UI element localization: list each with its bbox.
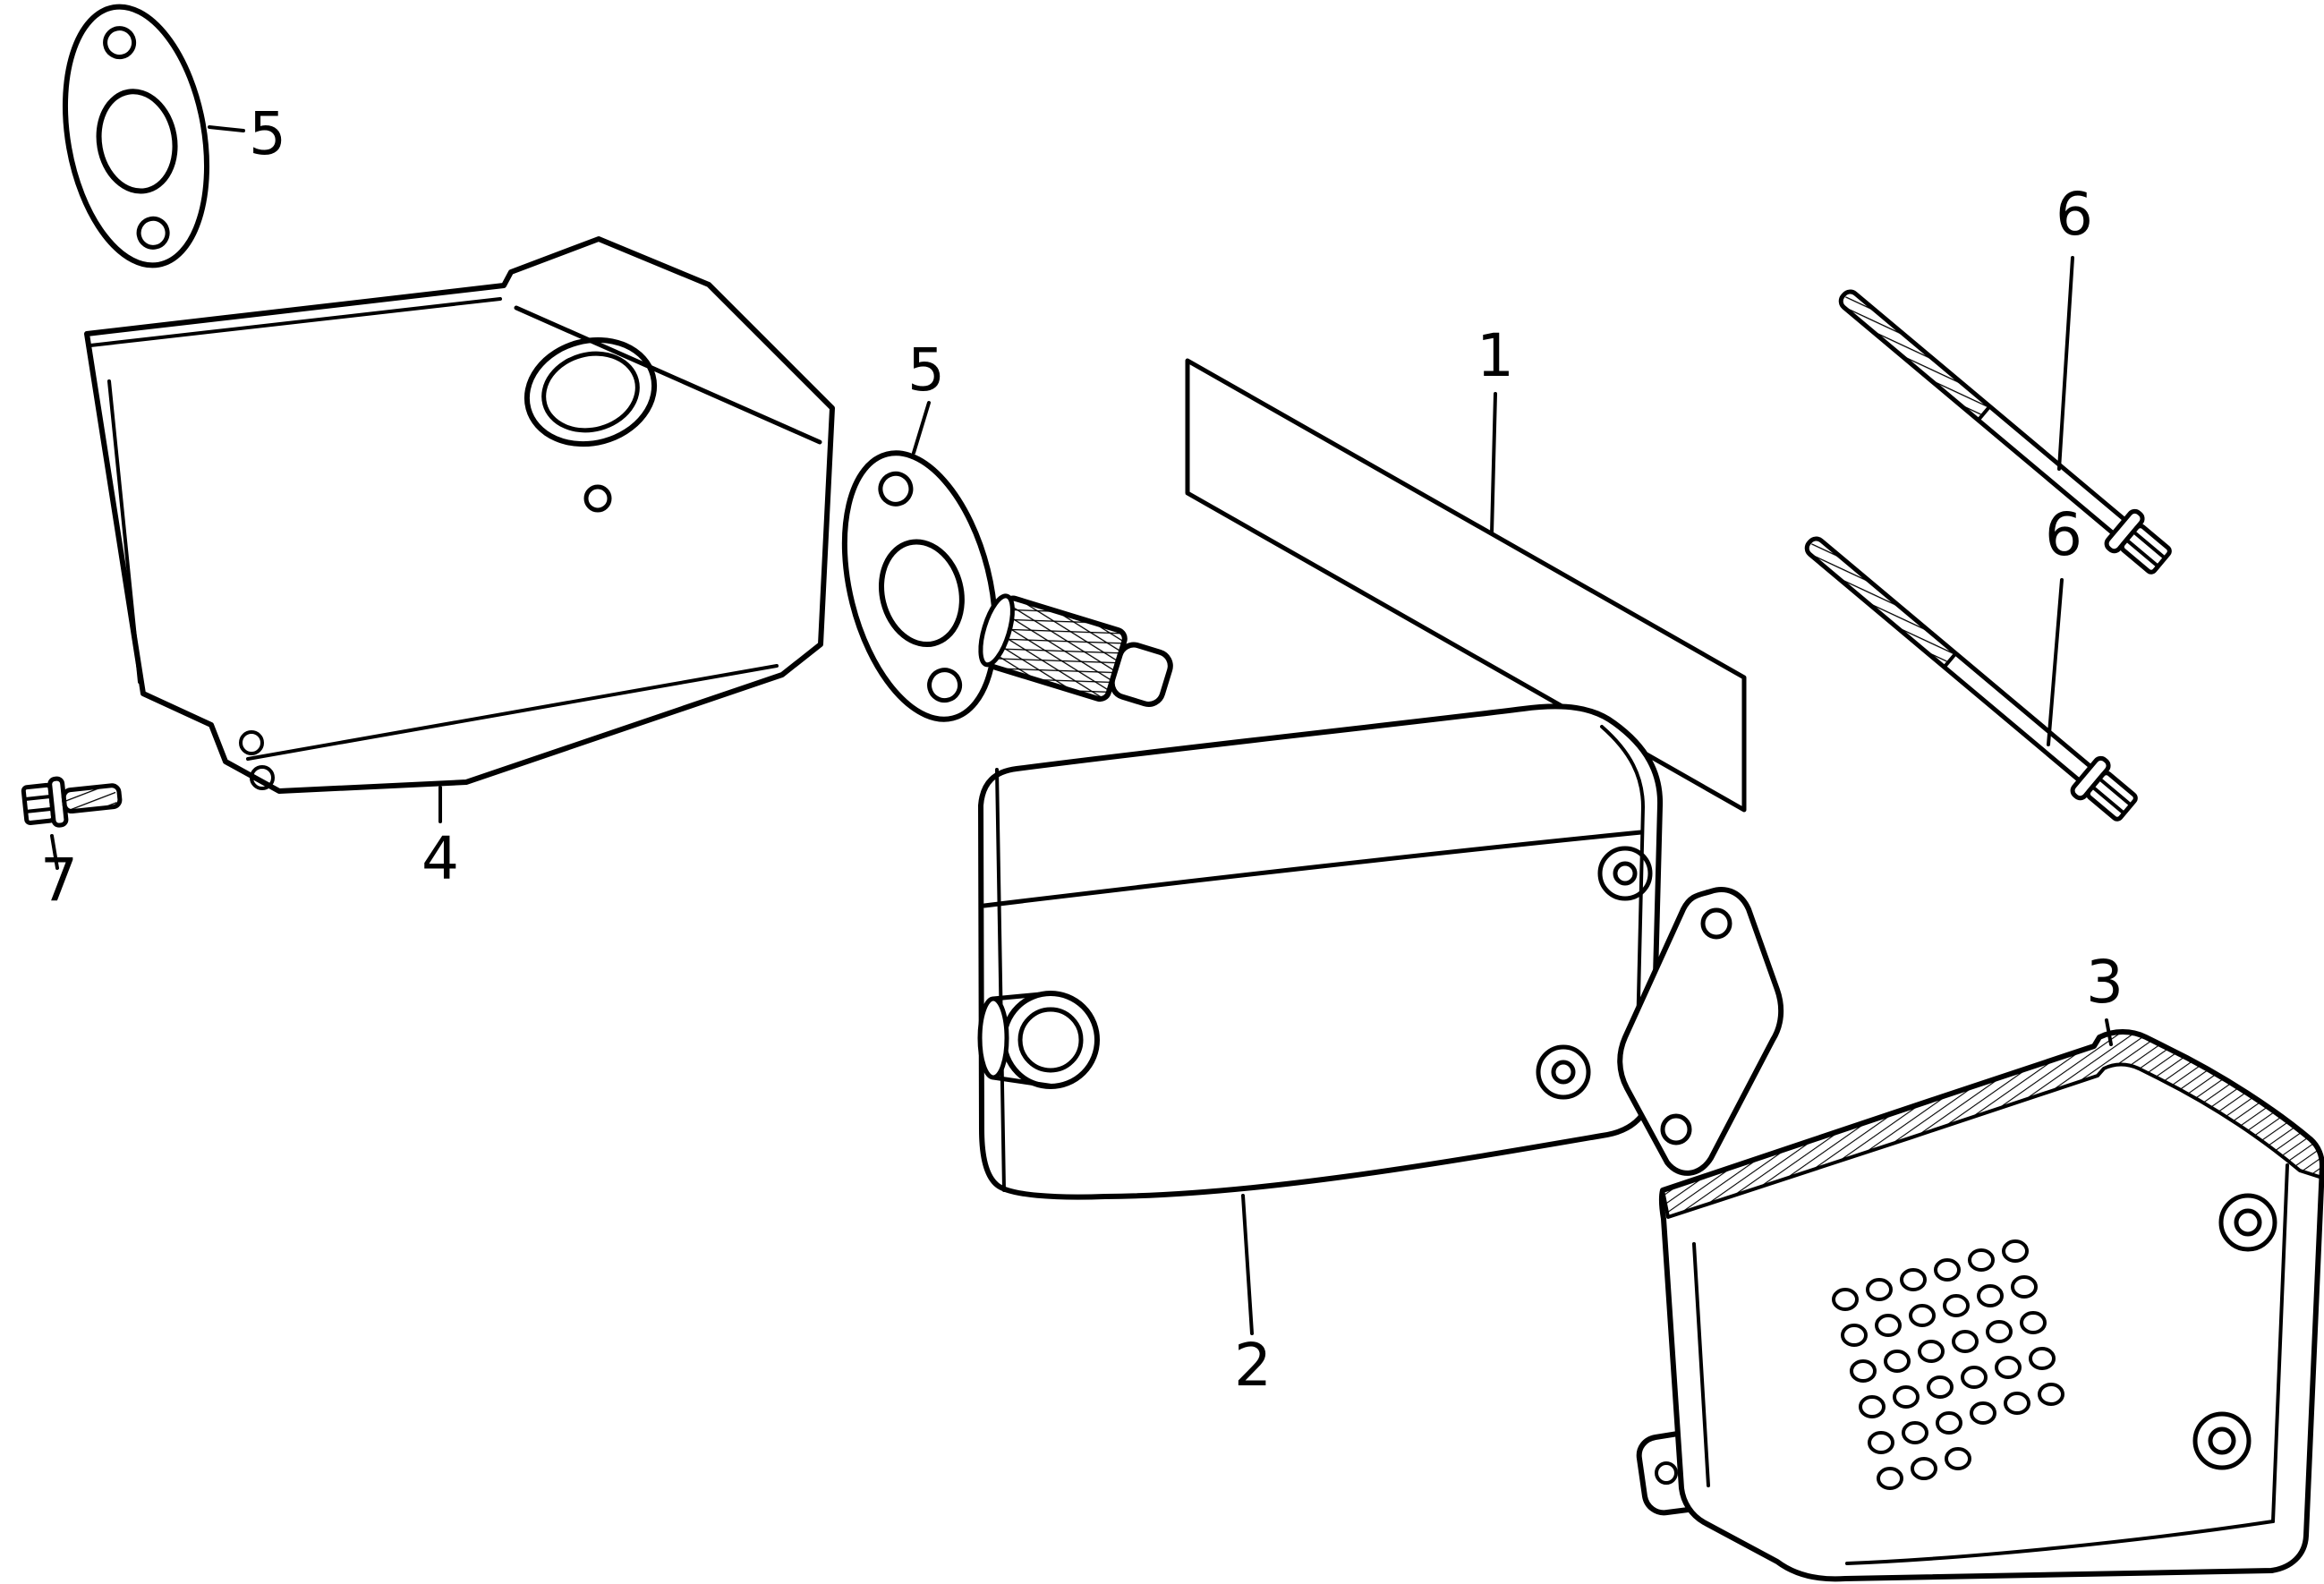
inlet-stub-side-bottom	[991, 1075, 1057, 1089]
part-4-top-fold	[89, 297, 502, 347]
pipe-open-end	[978, 593, 1015, 668]
part-3-screw-hole-top-inner	[2234, 1208, 2262, 1237]
part-1-baffle-plate	[1185, 358, 1747, 813]
gasket-bolt-hole-bottom	[927, 668, 963, 703]
part-4-port-hole-inner	[541, 351, 640, 433]
bolt-head-facet-1	[2098, 778, 2132, 806]
callout-4: 4	[421, 824, 459, 893]
callout-leader-3	[2105, 1018, 2113, 1046]
callout-leader-7	[50, 834, 59, 870]
part-4-heat-shield	[84, 236, 835, 794]
part-4-bolt-hole	[583, 484, 612, 513]
part-3-screw-hole-bottom-inner	[2208, 1426, 2236, 1455]
muffler-mount-flange	[1617, 887, 1784, 1176]
callout-leader-2	[1241, 1194, 1254, 1335]
callout-leader-6b	[2047, 578, 2064, 746]
part-6-flange-bolt-1	[1838, 289, 2172, 575]
part-3-foot-hole	[1655, 1461, 1678, 1485]
part-3-inner-bottom-edge	[1845, 1520, 2275, 1565]
part-4-foot-hole-2	[250, 765, 275, 790]
callout-6b: 6	[2045, 500, 2082, 569]
bolt-thread-end	[1976, 405, 1992, 422]
flange-hole-bottom	[1660, 1113, 1692, 1145]
bolt-head-facet-2	[25, 807, 53, 813]
part-3-inner-right-edge	[2271, 1163, 2289, 1523]
callout-2: 2	[1234, 1331, 1272, 1400]
callout-1: 1	[1477, 321, 1514, 390]
part-2-top-crease	[982, 830, 1644, 908]
callout-leader-5a	[208, 125, 245, 132]
part-4-flange-crease	[514, 305, 822, 445]
gasket-bolt-hole-bottom	[136, 216, 170, 250]
bolt-head-facet-1	[24, 795, 52, 801]
part-5-gasket-middle	[841, 450, 999, 722]
callout-5a: 5	[249, 99, 286, 168]
part-3-perforation-grid	[1832, 1239, 2064, 1490]
muffler-inlet-pipe	[978, 593, 1173, 707]
part-3-muffler-protector	[1636, 1029, 2324, 1582]
callouts: 5 4 5 1 2 3 6 6 7	[40, 99, 2124, 1400]
bolt-hex-head	[2119, 524, 2172, 575]
gasket-bolt-hole-top	[103, 26, 137, 60]
part-4-left-fold	[107, 379, 141, 684]
pipe-tip	[1109, 642, 1173, 707]
callout-leader-5b	[912, 401, 931, 455]
part-2-endcap-crease	[1600, 725, 1645, 1076]
gasket-center-hole	[878, 539, 965, 648]
gasket-center-hole	[96, 89, 178, 194]
bolt-hex-head	[2085, 771, 2138, 822]
spot-weld-2-outer	[1536, 1044, 1591, 1100]
part-6-flange-bolt-2	[1804, 536, 2138, 822]
part-7-flange-bolt-small	[21, 776, 123, 828]
callout-leader-6a	[2057, 256, 2074, 471]
gasket-outline	[62, 4, 210, 268]
spot-weld-1-inner	[1613, 861, 1638, 886]
bolt-thread-texture	[64, 786, 117, 812]
part-2-end-seam	[995, 768, 1006, 1192]
part-3-top-edge-band	[1661, 1030, 2324, 1219]
bolt-thread-texture	[1840, 291, 1988, 419]
part-4-bottom-fold	[246, 664, 779, 761]
part-2-outline	[978, 703, 1664, 1200]
part-5-gasket-upper	[62, 4, 210, 268]
part-3-screw-hole-bottom-outer	[2192, 1411, 2252, 1470]
bolt-thread-end	[1942, 651, 1958, 669]
pipe-thread-texture-2	[990, 599, 1125, 700]
inlet-stub-end	[977, 996, 1009, 1080]
callout-3: 3	[2086, 948, 2124, 1017]
part-3-inner-left-edge	[1692, 1242, 1710, 1487]
bolt-thread-texture	[1806, 538, 1954, 666]
flange-hole-top	[1700, 907, 1732, 940]
callout-leader-1	[1490, 392, 1497, 535]
spot-weld-2-inner	[1551, 1060, 1576, 1085]
callout-5b: 5	[907, 336, 945, 405]
gasket-bolt-hole-top	[878, 471, 914, 507]
part-3-screw-hole-top-outer	[2218, 1193, 2277, 1252]
part-4-port-hole-outer	[524, 336, 658, 447]
part-4-outline	[84, 236, 835, 794]
bolt-head-facet-2	[2091, 786, 2125, 814]
spot-weld-1-outer	[1597, 846, 1653, 901]
flange-outline	[1617, 887, 1784, 1176]
part-2-muffler-body	[977, 703, 1664, 1200]
bolt-head-facet-2	[2125, 539, 2159, 567]
inlet-stub-bore	[1017, 1007, 1084, 1073]
part-4-foot-hole-1	[239, 730, 264, 755]
bolt-head-facet-1	[2132, 531, 2166, 559]
callout-7: 7	[40, 846, 78, 915]
callout-6a: 6	[2056, 180, 2093, 249]
gasket-outline	[841, 450, 999, 722]
inlet-stub-side-top	[991, 991, 1053, 1001]
